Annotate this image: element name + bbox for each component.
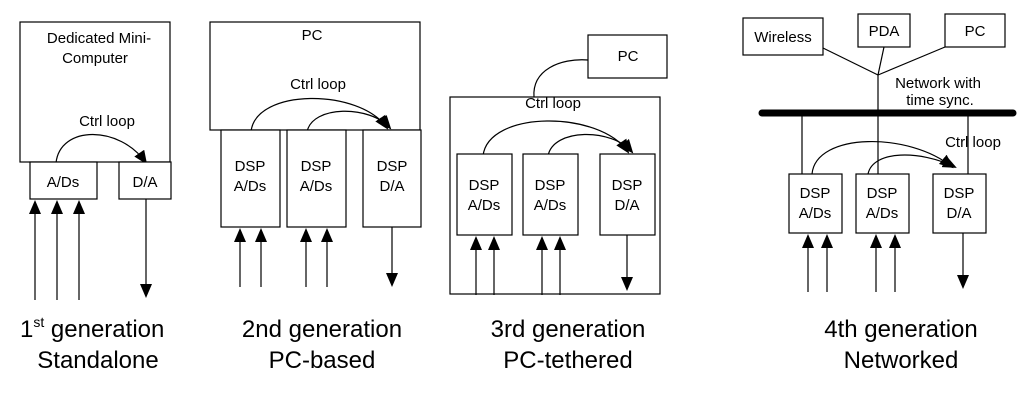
gen4-wireless-label: Wireless — [754, 29, 812, 46]
gen2-dsp-adc-box-2 — [286, 129, 347, 228]
gen4-pda-link — [877, 46, 885, 76]
gen2-ctrl-loop-label: Ctrl loop — [290, 76, 346, 93]
gen2-adc-label-2: A/Ds — [300, 178, 333, 195]
gen4-network-label-line2: time sync. — [906, 92, 974, 109]
gen2-adc-label-1: A/Ds — [234, 178, 267, 195]
gen4-dsp-dac-box — [932, 173, 987, 234]
gen4-ctrl-loop-arrow-1 — [811, 141, 954, 175]
gen4-dsp-label-1: DSP — [800, 185, 831, 202]
gen3-dsp-adc-box-2 — [522, 153, 579, 236]
gen4-networked: Wireless PDA PC Network with time sync. … — [742, 13, 1017, 374]
gen2-dsp-dac-box — [362, 129, 422, 228]
gen3-adc-label-1: A/Ds — [468, 197, 501, 214]
gen4-network-label-line1: Network with — [895, 75, 981, 92]
gen2-dac-label: D/A — [379, 178, 404, 195]
gen3-tether-cable — [533, 59, 589, 98]
gen4-ctrl-loop-arrow-2 — [867, 154, 957, 175]
gen3-caption-line1: 3rd generation — [491, 316, 646, 343]
gen1-ctrl-loop-arrow — [55, 134, 148, 165]
gen2-pc-label: PC — [302, 27, 323, 44]
gen1-dac-label: D/A — [132, 174, 157, 191]
gen4-wireless-box — [742, 17, 824, 56]
gen4-pc-box — [944, 13, 1006, 48]
gen2-dsp-label-3: DSP — [377, 158, 408, 175]
gen3-dsp-label-1: DSP — [469, 177, 500, 194]
gen3-dsp-adc-box-1 — [456, 153, 513, 236]
gen4-dsp-adc-box-2 — [855, 173, 910, 234]
gen3-ctrl-loop-label: Ctrl loop — [525, 95, 581, 112]
gen3-caption-line2: PC-tethered — [503, 347, 632, 374]
gen4-caption-line2: Networked — [844, 347, 959, 374]
gen3-dsp-label-2: DSP — [535, 177, 566, 194]
gen4-dsp-adc-box-1 — [788, 173, 843, 234]
gen1-caption-line1: 1st generation — [20, 314, 164, 343]
gen1-computer-label-line2: Computer — [62, 50, 128, 67]
gen2-caption-line1: 2nd generation — [242, 316, 402, 343]
gen2-caption-line2: PC-based — [269, 347, 376, 374]
gen4-ctrl-loop-label: Ctrl loop — [945, 134, 1001, 151]
gen4-dsp-label-3: DSP — [944, 185, 975, 202]
gen1-ctrl-loop-label: Ctrl loop — [79, 113, 135, 130]
gen3-dac-label: D/A — [614, 197, 639, 214]
gen2-ctrl-loop-arrow-1 — [250, 97, 389, 133]
gen2-pc-based: PC Ctrl loop DSP A/Ds DSP A/Ds DSP D/A 2… — [209, 21, 422, 374]
gen4-pda-box — [857, 13, 911, 48]
gen3-ctrl-loop-arrow-2 — [547, 133, 634, 157]
gen4-pc-label: PC — [965, 23, 986, 40]
gen1-standalone: Dedicated Mini- Computer Ctrl loop A/Ds … — [19, 21, 172, 374]
gen4-pda-label: PDA — [869, 23, 900, 40]
gen3-pc-tethered: PC Ctrl loop DSP A/Ds DSP A/Ds DSP D/A 3… — [449, 34, 668, 374]
gen4-adc-label-1: A/Ds — [799, 205, 832, 222]
gen2-pc-box — [209, 21, 421, 131]
gen4-wireless-link — [822, 47, 879, 76]
gen3-ctrl-loop-arrow-1 — [482, 120, 630, 157]
gen3-dsp-label-3: DSP — [612, 177, 643, 194]
gen3-adc-label-2: A/Ds — [534, 197, 567, 214]
gen1-caption-line2: Standalone — [37, 347, 158, 374]
gen1-dac-box — [118, 161, 172, 200]
gen2-ctrl-loop-arrow-2 — [306, 110, 392, 133]
gen2-dsp-adc-box-1 — [220, 129, 281, 228]
gen4-adc-label-2: A/Ds — [866, 205, 899, 222]
gen4-dac-label: D/A — [946, 205, 971, 222]
gen3-pc-box — [587, 34, 668, 79]
gen4-caption-line1: 4th generation — [824, 316, 977, 343]
gen1-minicomputer-box — [19, 21, 171, 163]
gen1-adc-label: A/Ds — [47, 174, 80, 191]
gen2-dsp-label-1: DSP — [235, 158, 266, 175]
gen3-pc-label: PC — [618, 48, 639, 65]
gen4-pc-link — [877, 46, 946, 76]
gen2-dsp-label-2: DSP — [301, 158, 332, 175]
gen4-dsp-label-2: DSP — [867, 185, 898, 202]
gen3-dsp-dac-box — [599, 153, 656, 236]
gen1-computer-label-line1: Dedicated Mini- — [47, 30, 151, 47]
gen1-adc-box — [29, 161, 98, 200]
